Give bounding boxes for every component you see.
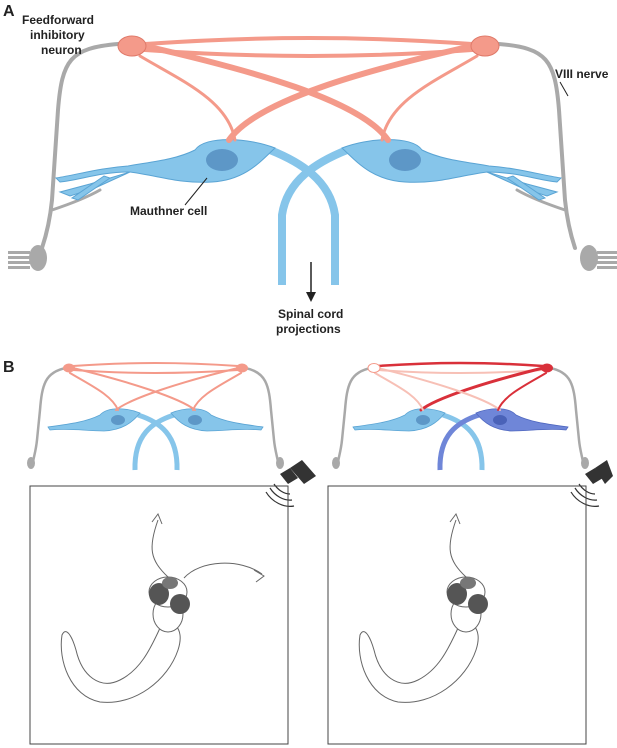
hair-cell-left xyxy=(8,245,47,271)
mini-circuit-right xyxy=(332,361,589,471)
mauthner-nucleus-right xyxy=(389,149,421,171)
panel-a: A xyxy=(3,3,617,336)
label-projections: projections xyxy=(276,322,341,336)
mauthner-pointer xyxy=(184,177,208,206)
inhibitory-neuron-left xyxy=(117,35,147,57)
viii-nerve-pointer xyxy=(559,81,569,97)
viii-nerve-left xyxy=(40,42,120,250)
mauthner-cell-right xyxy=(341,139,563,201)
arena-right xyxy=(327,485,587,745)
panel-b-letter: B xyxy=(3,359,15,376)
larva-left xyxy=(60,512,265,703)
label-viii-nerve: VIII nerve xyxy=(555,67,609,81)
inhibitory-neuron-right xyxy=(470,35,500,57)
larva-right xyxy=(358,512,488,703)
label-inhibitory: inhibitory xyxy=(30,28,85,42)
label-mauthner-cell: Mauthner cell xyxy=(130,204,207,218)
eye-icon xyxy=(149,583,169,605)
speaker-icon-left xyxy=(265,460,316,507)
mauthner-nucleus-left xyxy=(206,149,238,171)
inhibitory-projections xyxy=(138,36,479,143)
label-spinal-cord: Spinal cord xyxy=(278,307,343,321)
panel-b: B xyxy=(3,359,613,745)
panel-a-letter: A xyxy=(3,3,15,20)
mauthner-axons xyxy=(268,146,349,285)
mauthner-cell-left xyxy=(54,139,276,201)
spinal-arrow-head xyxy=(306,292,316,302)
hair-cell-right xyxy=(580,245,617,271)
viii-nerve-right xyxy=(497,42,577,250)
label-neuron: neuron xyxy=(41,43,82,57)
mini-circuit-left xyxy=(27,362,284,471)
eye-icon xyxy=(447,583,467,605)
eye-icon xyxy=(468,594,488,614)
arena-left xyxy=(29,485,289,745)
label-feedforward: Feedforward xyxy=(22,13,94,27)
speaker-icon-right xyxy=(570,460,613,507)
eye-icon xyxy=(170,594,190,614)
